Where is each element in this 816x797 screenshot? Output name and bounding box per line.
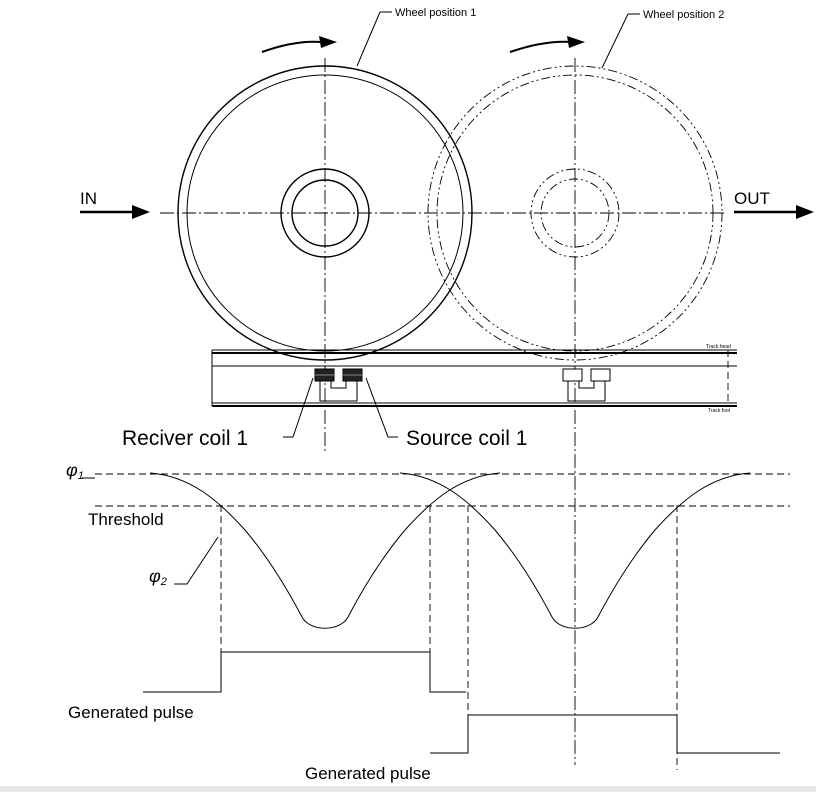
track-foot-label: Track foot [708, 408, 731, 414]
wheel-1 [177, 36, 473, 452]
phi2-glyph: φ [149, 566, 161, 586]
track-head-label: Track head [706, 344, 731, 350]
out-label: OUT [734, 189, 770, 208]
generated-pulse-2-label: Generated pulse [305, 764, 431, 783]
phi1-subscript: 1 [78, 470, 84, 482]
receiver-coil-callout: Reciver coil 1 [122, 377, 314, 450]
in-direction: IN [80, 189, 150, 219]
wheel-1-callout: Wheel position 1 [356, 7, 476, 67]
signal-curve-2 [399, 472, 751, 629]
wheel-2-callout: Wheel position 2 [601, 9, 724, 69]
phi1-glyph: φ [66, 460, 78, 480]
source-coil-leader [365, 377, 398, 438]
wheel-2-leader [601, 13, 629, 69]
sensor-2-bracket-inner [578, 378, 595, 389]
wheel-1-rotation-arrow [261, 40, 323, 53]
wheel-2-rotation-arrow [509, 40, 573, 53]
in-arrow-head [132, 205, 150, 219]
wheel-2-rotation-arrowhead [567, 36, 585, 48]
source-coil-callout: Source coil 1 [365, 377, 527, 450]
bottom-scroll-strip [0, 786, 816, 792]
receiver-coil-2 [562, 368, 583, 382]
phi1-symbol: φ1 [66, 460, 84, 482]
receiver-coil-label: Reciver coil 1 [122, 427, 248, 450]
generated-pulse-1-label: Generated pulse [68, 703, 194, 722]
generated-pulse-2-trace [430, 714, 780, 754]
wheel-position-1-label: Wheel position 1 [395, 7, 476, 19]
sensor-1-bracket [319, 378, 358, 402]
source-coil-2 [590, 368, 611, 382]
sensor-2 [562, 368, 611, 402]
receiver-coil-leader [283, 377, 314, 438]
signal-graph: φ1 Threshold φ2 Generated pulse Generate… [66, 460, 790, 783]
sensor-1 [314, 368, 363, 402]
in-label: IN [80, 189, 97, 208]
wheel-1-leader [356, 11, 381, 67]
phi2-symbol: φ2 [149, 566, 167, 588]
wheel-1-rotation-arrowhead [319, 36, 337, 48]
sensor-1-bracket-inner [330, 378, 347, 389]
sensor-2-bracket [567, 378, 606, 402]
out-arrow-head [796, 205, 814, 219]
signal-curve-1 [149, 472, 501, 629]
out-direction: OUT [734, 189, 814, 219]
generated-pulse-1-trace [143, 651, 466, 693]
wheel-position-2-label: Wheel position 2 [643, 9, 724, 21]
phi2-leader [174, 536, 219, 585]
rail: Track head Track foot [211, 344, 737, 414]
phi2-subscript: 2 [160, 576, 167, 588]
source-coil-label: Source coil 1 [406, 427, 527, 450]
threshold-label: Threshold [88, 510, 164, 529]
